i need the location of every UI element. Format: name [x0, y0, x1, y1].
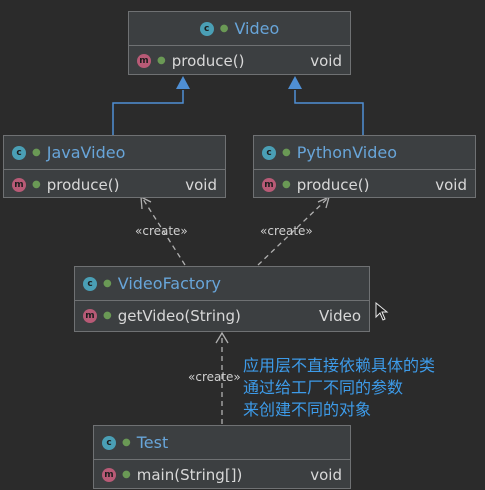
class-box-javavideo[interactable]: c ● JavaVideo m ● produce() void — [3, 135, 226, 198]
class-icon: c — [12, 145, 26, 160]
create-line-javavideo — [142, 198, 186, 266]
inheritance-arrowhead-right — [288, 76, 302, 89]
method-return-type: void — [185, 175, 217, 194]
visibility-icon: ● — [103, 278, 112, 289]
inheritance-line-javavideo — [112, 90, 184, 135]
visibility-icon: ● — [32, 147, 41, 158]
visibility-icon: ● — [219, 23, 229, 34]
create-label-pythonvideo: «create» — [260, 224, 313, 238]
annotation-note: 应用层不直接依赖具体的类 通过给工厂不同的参数 来创建不同的对象 — [243, 355, 435, 421]
create-line-pythonvideo — [257, 198, 328, 266]
visibility-icon: ● — [282, 179, 291, 190]
class-header-javavideo: c ● JavaVideo — [4, 136, 225, 170]
class-header-videofactory: c ● VideoFactory — [75, 267, 369, 301]
method-icon: m — [262, 177, 276, 192]
method-signature: produce() — [46, 175, 120, 194]
visibility-icon: ● — [282, 147, 291, 158]
method-icon: m — [12, 177, 26, 192]
class-icon: c — [102, 435, 116, 450]
method-row[interactable]: m ● getVideo(String) Video — [75, 301, 369, 330]
class-header-test: c ● Test — [94, 426, 350, 460]
class-name: JavaVideo — [46, 143, 126, 162]
note-line: 通过给工厂不同的参数 — [243, 378, 404, 397]
class-box-videofactory[interactable]: c ● VideoFactory m ● getVideo(String) Vi… — [74, 266, 370, 332]
method-return-type: Video — [318, 306, 361, 325]
visibility-icon: ● — [122, 437, 131, 448]
method-icon: m — [102, 467, 116, 482]
method-row[interactable]: m ● produce() void — [129, 46, 350, 75]
method-signature: getVideo(String) — [117, 306, 241, 325]
class-header-pythonvideo: c ● PythonVideo — [254, 136, 475, 170]
note-line: 来创建不同的对象 — [243, 400, 372, 419]
class-name: PythonVideo — [296, 143, 398, 162]
method-row[interactable]: m ● produce() void — [254, 170, 475, 199]
method-signature: produce() — [171, 51, 245, 70]
method-signature: produce() — [296, 175, 370, 194]
inheritance-arrowhead-left — [176, 76, 190, 89]
create-label-videofactory: «create» — [188, 370, 241, 384]
create-label-javavideo: «create» — [135, 224, 188, 238]
class-icon: c — [199, 21, 214, 36]
class-box-video[interactable]: c ● Video m ● produce() void — [128, 11, 351, 75]
note-line: 应用层不直接依赖具体的类 — [243, 356, 436, 375]
method-signature: main(String[]) — [136, 465, 243, 484]
visibility-icon: ● — [157, 55, 166, 66]
visibility-icon: ● — [103, 310, 112, 321]
method-icon: m — [137, 53, 151, 68]
visibility-icon: ● — [122, 469, 131, 480]
class-name: Test — [136, 433, 169, 452]
method-icon: m — [83, 308, 97, 323]
create-arrowhead-videofactory — [215, 331, 229, 344]
method-row[interactable]: m ● main(String[]) void — [94, 460, 350, 489]
method-return-type: void — [310, 51, 342, 70]
class-icon: c — [83, 276, 97, 291]
class-header-video: c ● Video — [129, 12, 350, 46]
method-row[interactable]: m ● produce() void — [4, 170, 225, 199]
class-name: Video — [234, 19, 280, 38]
class-icon: c — [262, 145, 276, 160]
class-name: VideoFactory — [117, 274, 222, 293]
mouse-cursor-icon — [375, 302, 389, 321]
class-box-pythonvideo[interactable]: c ● PythonVideo m ● produce() void — [253, 135, 476, 198]
visibility-icon: ● — [32, 179, 41, 190]
inheritance-line-pythonvideo — [294, 90, 364, 135]
class-box-test[interactable]: c ● Test m ● main(String[]) void — [93, 425, 351, 489]
method-return-type: void — [310, 465, 342, 484]
method-return-type: void — [435, 175, 467, 194]
